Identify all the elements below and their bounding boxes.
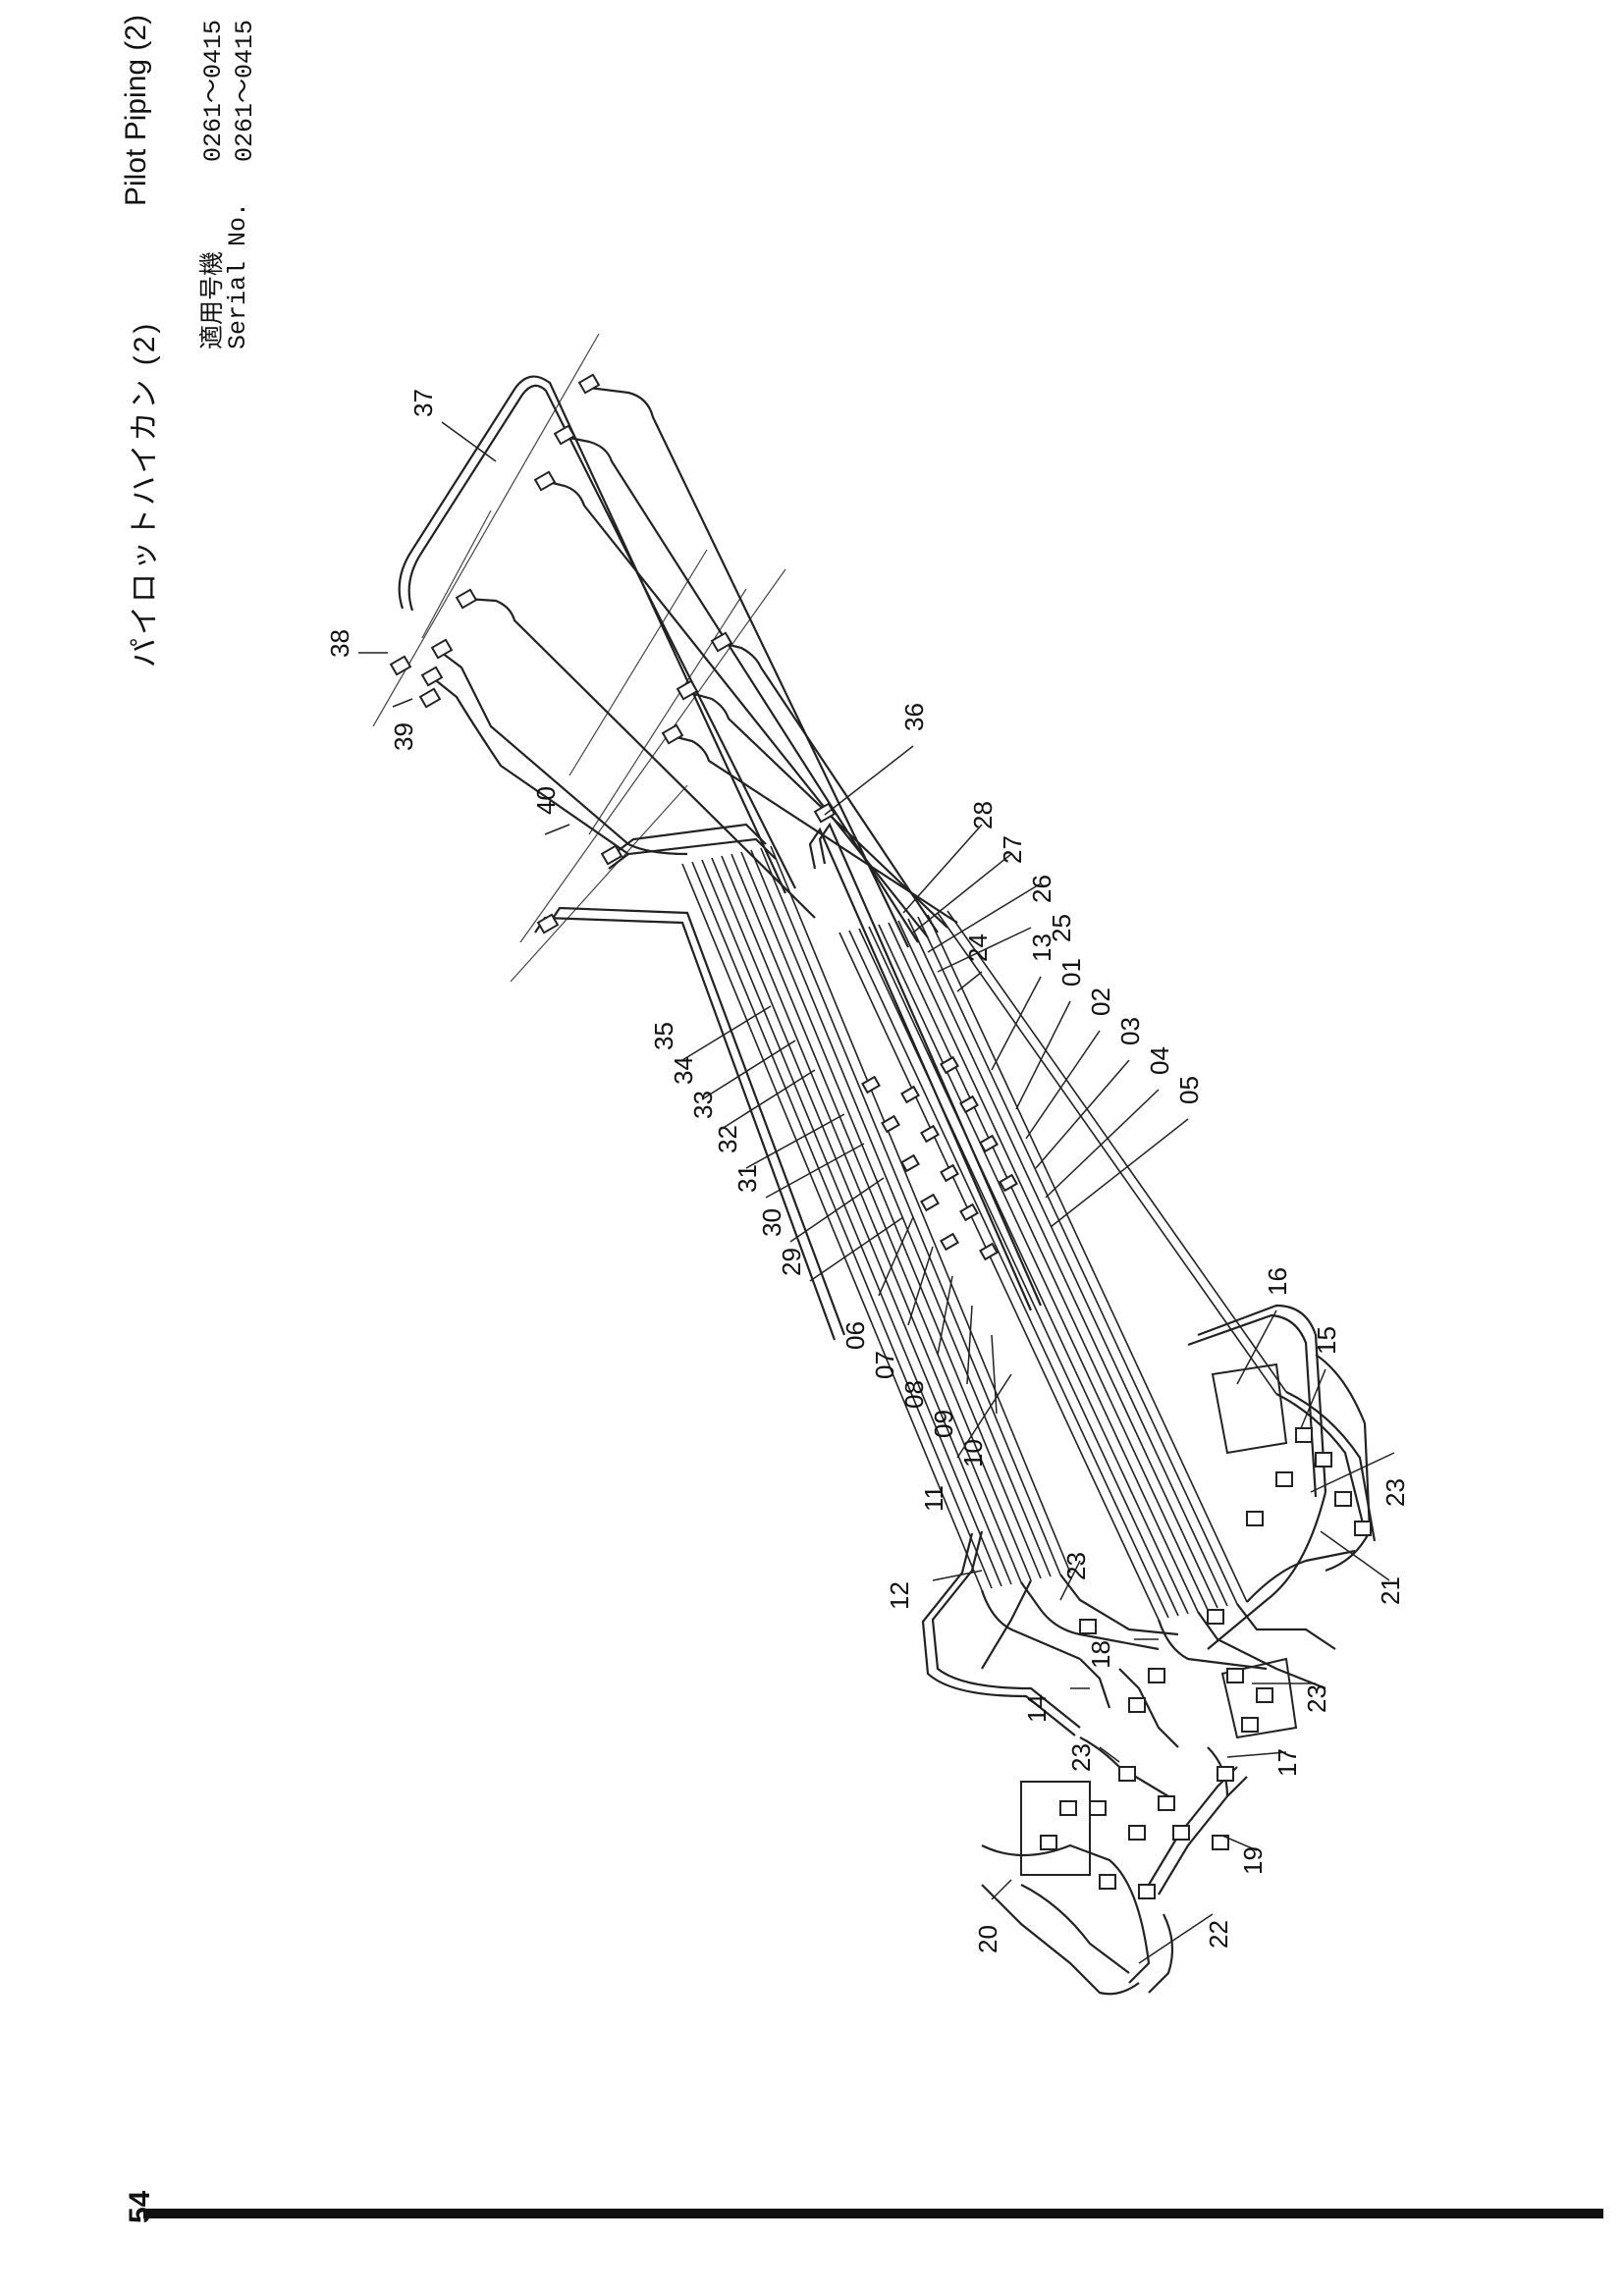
brackets [1020, 1362, 1298, 1876]
pipe-bundle [681, 845, 1287, 1621]
callout-13: 13 [1027, 934, 1056, 962]
callout-33: 33 [688, 1091, 718, 1119]
bottom-rule [143, 2209, 1603, 2218]
callout-18: 18 [1086, 1640, 1115, 1669]
callout-16: 16 [1263, 1267, 1292, 1296]
callout-08: 08 [899, 1380, 929, 1409]
callout-35: 35 [649, 1022, 678, 1050]
callout-28: 28 [968, 801, 998, 829]
callout-31: 31 [732, 1164, 762, 1193]
callout-03: 03 [1115, 1017, 1145, 1045]
callout-06: 06 [840, 1321, 870, 1350]
callout-19: 19 [1238, 1846, 1268, 1875]
callout-11: 11 [919, 1485, 948, 1512]
callout-39: 39 [389, 722, 418, 751]
lower-pipes [921, 1304, 1377, 1996]
callout-10: 10 [958, 1439, 988, 1468]
callout-26: 26 [1027, 875, 1056, 903]
callout-22: 22 [1204, 1920, 1233, 1949]
callout-05: 05 [1174, 1076, 1204, 1104]
callout-12: 12 [885, 1581, 914, 1610]
callout-17: 17 [1272, 1748, 1302, 1777]
callout-09: 09 [929, 1410, 958, 1438]
upper-pipes [398, 375, 1043, 1341]
callout-21: 21 [1376, 1576, 1405, 1605]
callout-20: 20 [973, 1925, 1002, 1953]
callout-04: 04 [1145, 1046, 1174, 1075]
callout-27: 27 [998, 835, 1027, 864]
section-cut-lines [372, 333, 786, 983]
fittings [389, 373, 1372, 1899]
callouts: 01 02 03 04 05 06 07 08 09 10 11 12 13 [325, 389, 1410, 1964]
callout-34: 34 [669, 1056, 698, 1085]
callout-36: 36 [899, 703, 929, 731]
callout-23-b: 23 [1302, 1684, 1331, 1713]
callout-32: 32 [713, 1125, 742, 1153]
callout-14: 14 [1022, 1694, 1052, 1723]
callout-23-d: 23 [1066, 1743, 1096, 1772]
callout-23-c: 23 [1061, 1552, 1091, 1580]
callout-07: 07 [870, 1351, 899, 1379]
callout-15: 15 [1312, 1326, 1341, 1355]
callout-23-a: 23 [1380, 1478, 1410, 1507]
callout-37: 37 [408, 389, 438, 417]
callout-29: 29 [777, 1248, 806, 1276]
callout-38: 38 [325, 629, 354, 658]
callout-40: 40 [531, 786, 561, 815]
callout-30: 30 [757, 1208, 786, 1237]
callout-25: 25 [1047, 914, 1076, 942]
callout-01: 01 [1056, 958, 1086, 987]
callout-02: 02 [1086, 988, 1115, 1016]
